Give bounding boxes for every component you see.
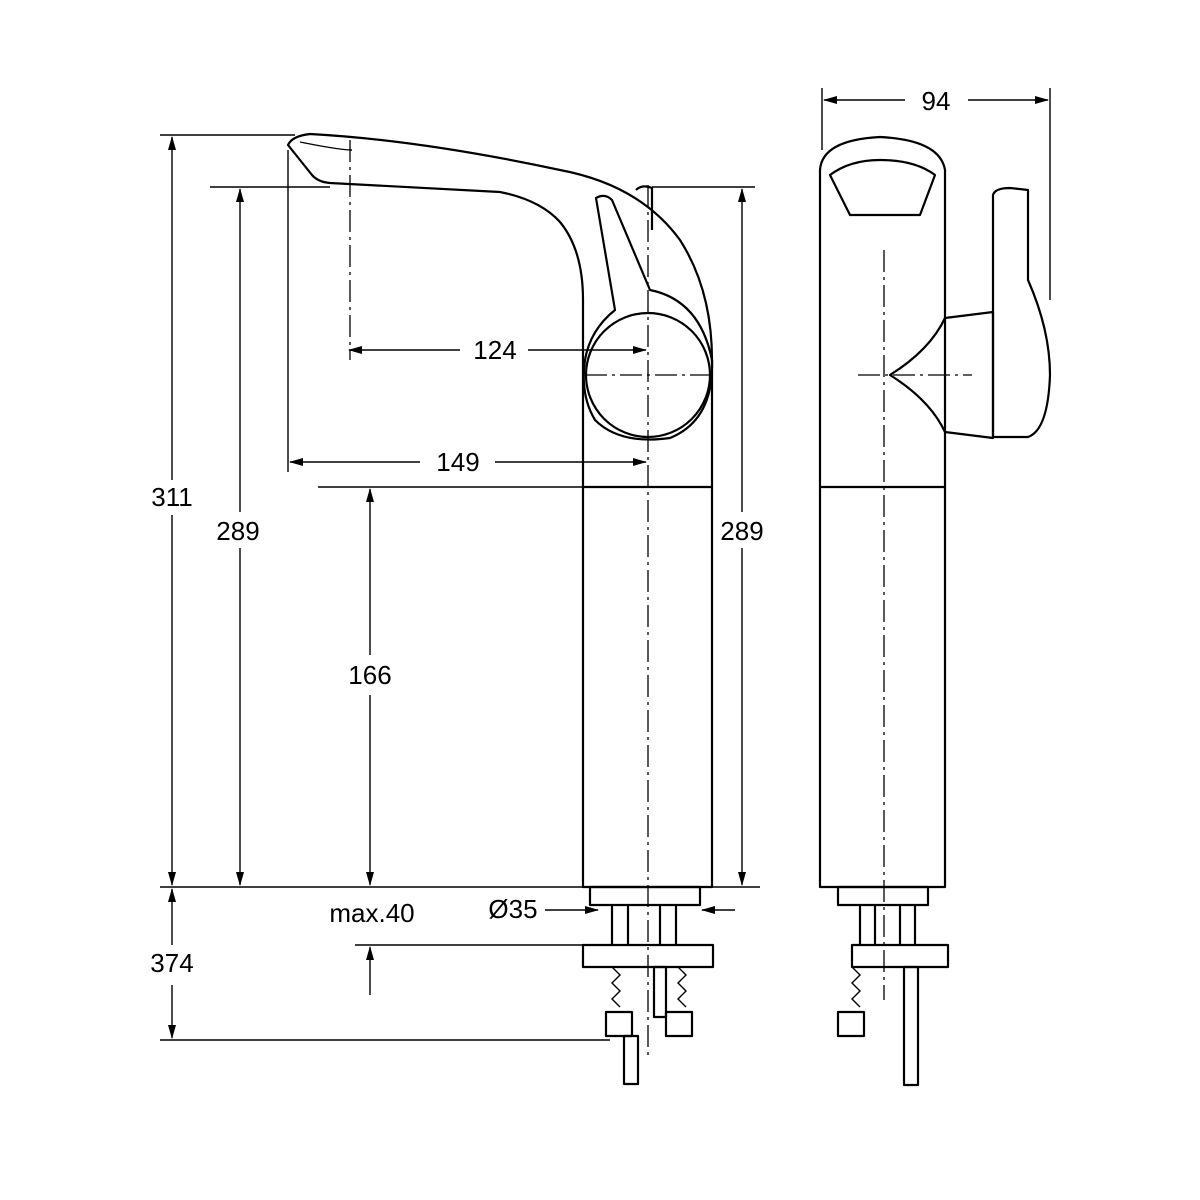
- handle-lever: [582, 194, 714, 441]
- handle-hub: [888, 310, 995, 440]
- extension-lines: [160, 88, 1051, 1041]
- side-view-faucet: [286, 132, 715, 1086]
- mount-collar: [588, 885, 702, 907]
- hose-nut: [664, 1010, 694, 1038]
- dim-spout-height-left-label: 289: [216, 516, 259, 546]
- dim-hose-length-label: 374: [150, 948, 193, 978]
- base-plate: [581, 943, 715, 969]
- dim-width-label: 94: [922, 86, 951, 116]
- hose: [622, 1034, 640, 1086]
- front-base-plate: [850, 943, 950, 969]
- dim-max-deck-label: max.40: [329, 898, 414, 928]
- aerator-outline: [828, 158, 937, 217]
- front-hose-nut: [836, 1010, 866, 1038]
- threaded-rod: [851, 966, 861, 1008]
- front-body-outline: [818, 135, 947, 889]
- front-collar: [836, 885, 930, 907]
- front-handle: [991, 186, 1052, 439]
- dim-spout-height-right-label: 289: [720, 516, 763, 546]
- threaded-rod: [611, 966, 687, 1008]
- spout-outline: [286, 132, 714, 889]
- dimension-lines: [168, 96, 1049, 1039]
- front-view-faucet: [818, 135, 1052, 1087]
- handle-top: [635, 185, 654, 230]
- dim-total-height-label: 311: [151, 482, 192, 512]
- hose: [652, 965, 668, 1019]
- hose-nut: [604, 1010, 634, 1038]
- dim-reach-outer-label: 149: [436, 447, 479, 477]
- dim-reach-inner-label: 124: [473, 335, 516, 365]
- dim-hole-diameter-label: Ø35: [488, 894, 537, 924]
- dim-body-height-label: 166: [348, 660, 391, 690]
- front-hose: [902, 965, 920, 1087]
- spout-tip-line: [299, 141, 353, 151]
